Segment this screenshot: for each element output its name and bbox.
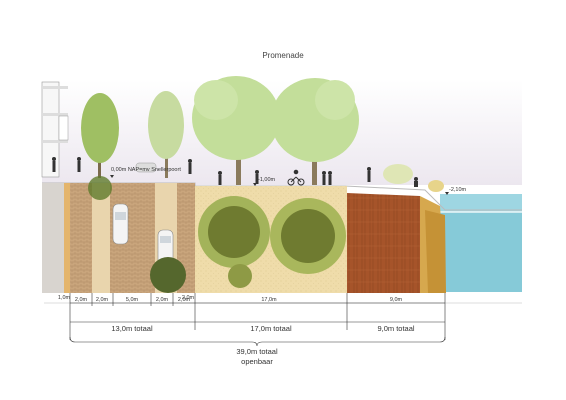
water-level-label: -2,10m <box>449 187 467 193</box>
basement-wall <box>42 183 64 293</box>
street-level-label: 0,00m NAP=mv Snellerpoort <box>111 167 181 173</box>
building <box>41 81 69 178</box>
segment-label: 5,0m <box>125 297 139 303</box>
overall-total-sublabel: openbaar <box>241 357 273 366</box>
segment-label: 2,0m <box>177 297 191 303</box>
segment-label: 2,0m <box>181 295 195 301</box>
diagram-title: Promenade <box>262 51 304 60</box>
wooden-wall <box>347 193 420 293</box>
overall-total-label: 39,0m totaal <box>236 347 278 356</box>
segment-label: 17,0m <box>261 297 277 303</box>
cyclist <box>287 169 305 186</box>
segment-label: 2,0m <box>95 297 109 303</box>
promenade-level-label: -1,00m <box>258 177 276 183</box>
segment-label: 9,0m <box>389 297 403 303</box>
water <box>440 194 522 292</box>
segment-label: 2,0m <box>74 297 88 303</box>
promenade-trees <box>192 76 359 185</box>
reeds <box>383 164 444 192</box>
car-side <box>135 162 157 173</box>
level-markers <box>110 175 449 195</box>
segment-label: 1,0m <box>57 295 71 301</box>
street-tree-plan <box>150 257 186 293</box>
park-trees-plan <box>198 196 346 288</box>
dimension-lines <box>44 293 522 347</box>
people <box>52 157 418 187</box>
segment-label: 2,0m <box>155 297 169 303</box>
total-label: 17,0m totaal <box>250 324 292 333</box>
total-label: 9,0m totaal <box>377 324 415 333</box>
street-trees <box>81 91 184 178</box>
total-label: 13,0m totaal <box>111 324 153 333</box>
